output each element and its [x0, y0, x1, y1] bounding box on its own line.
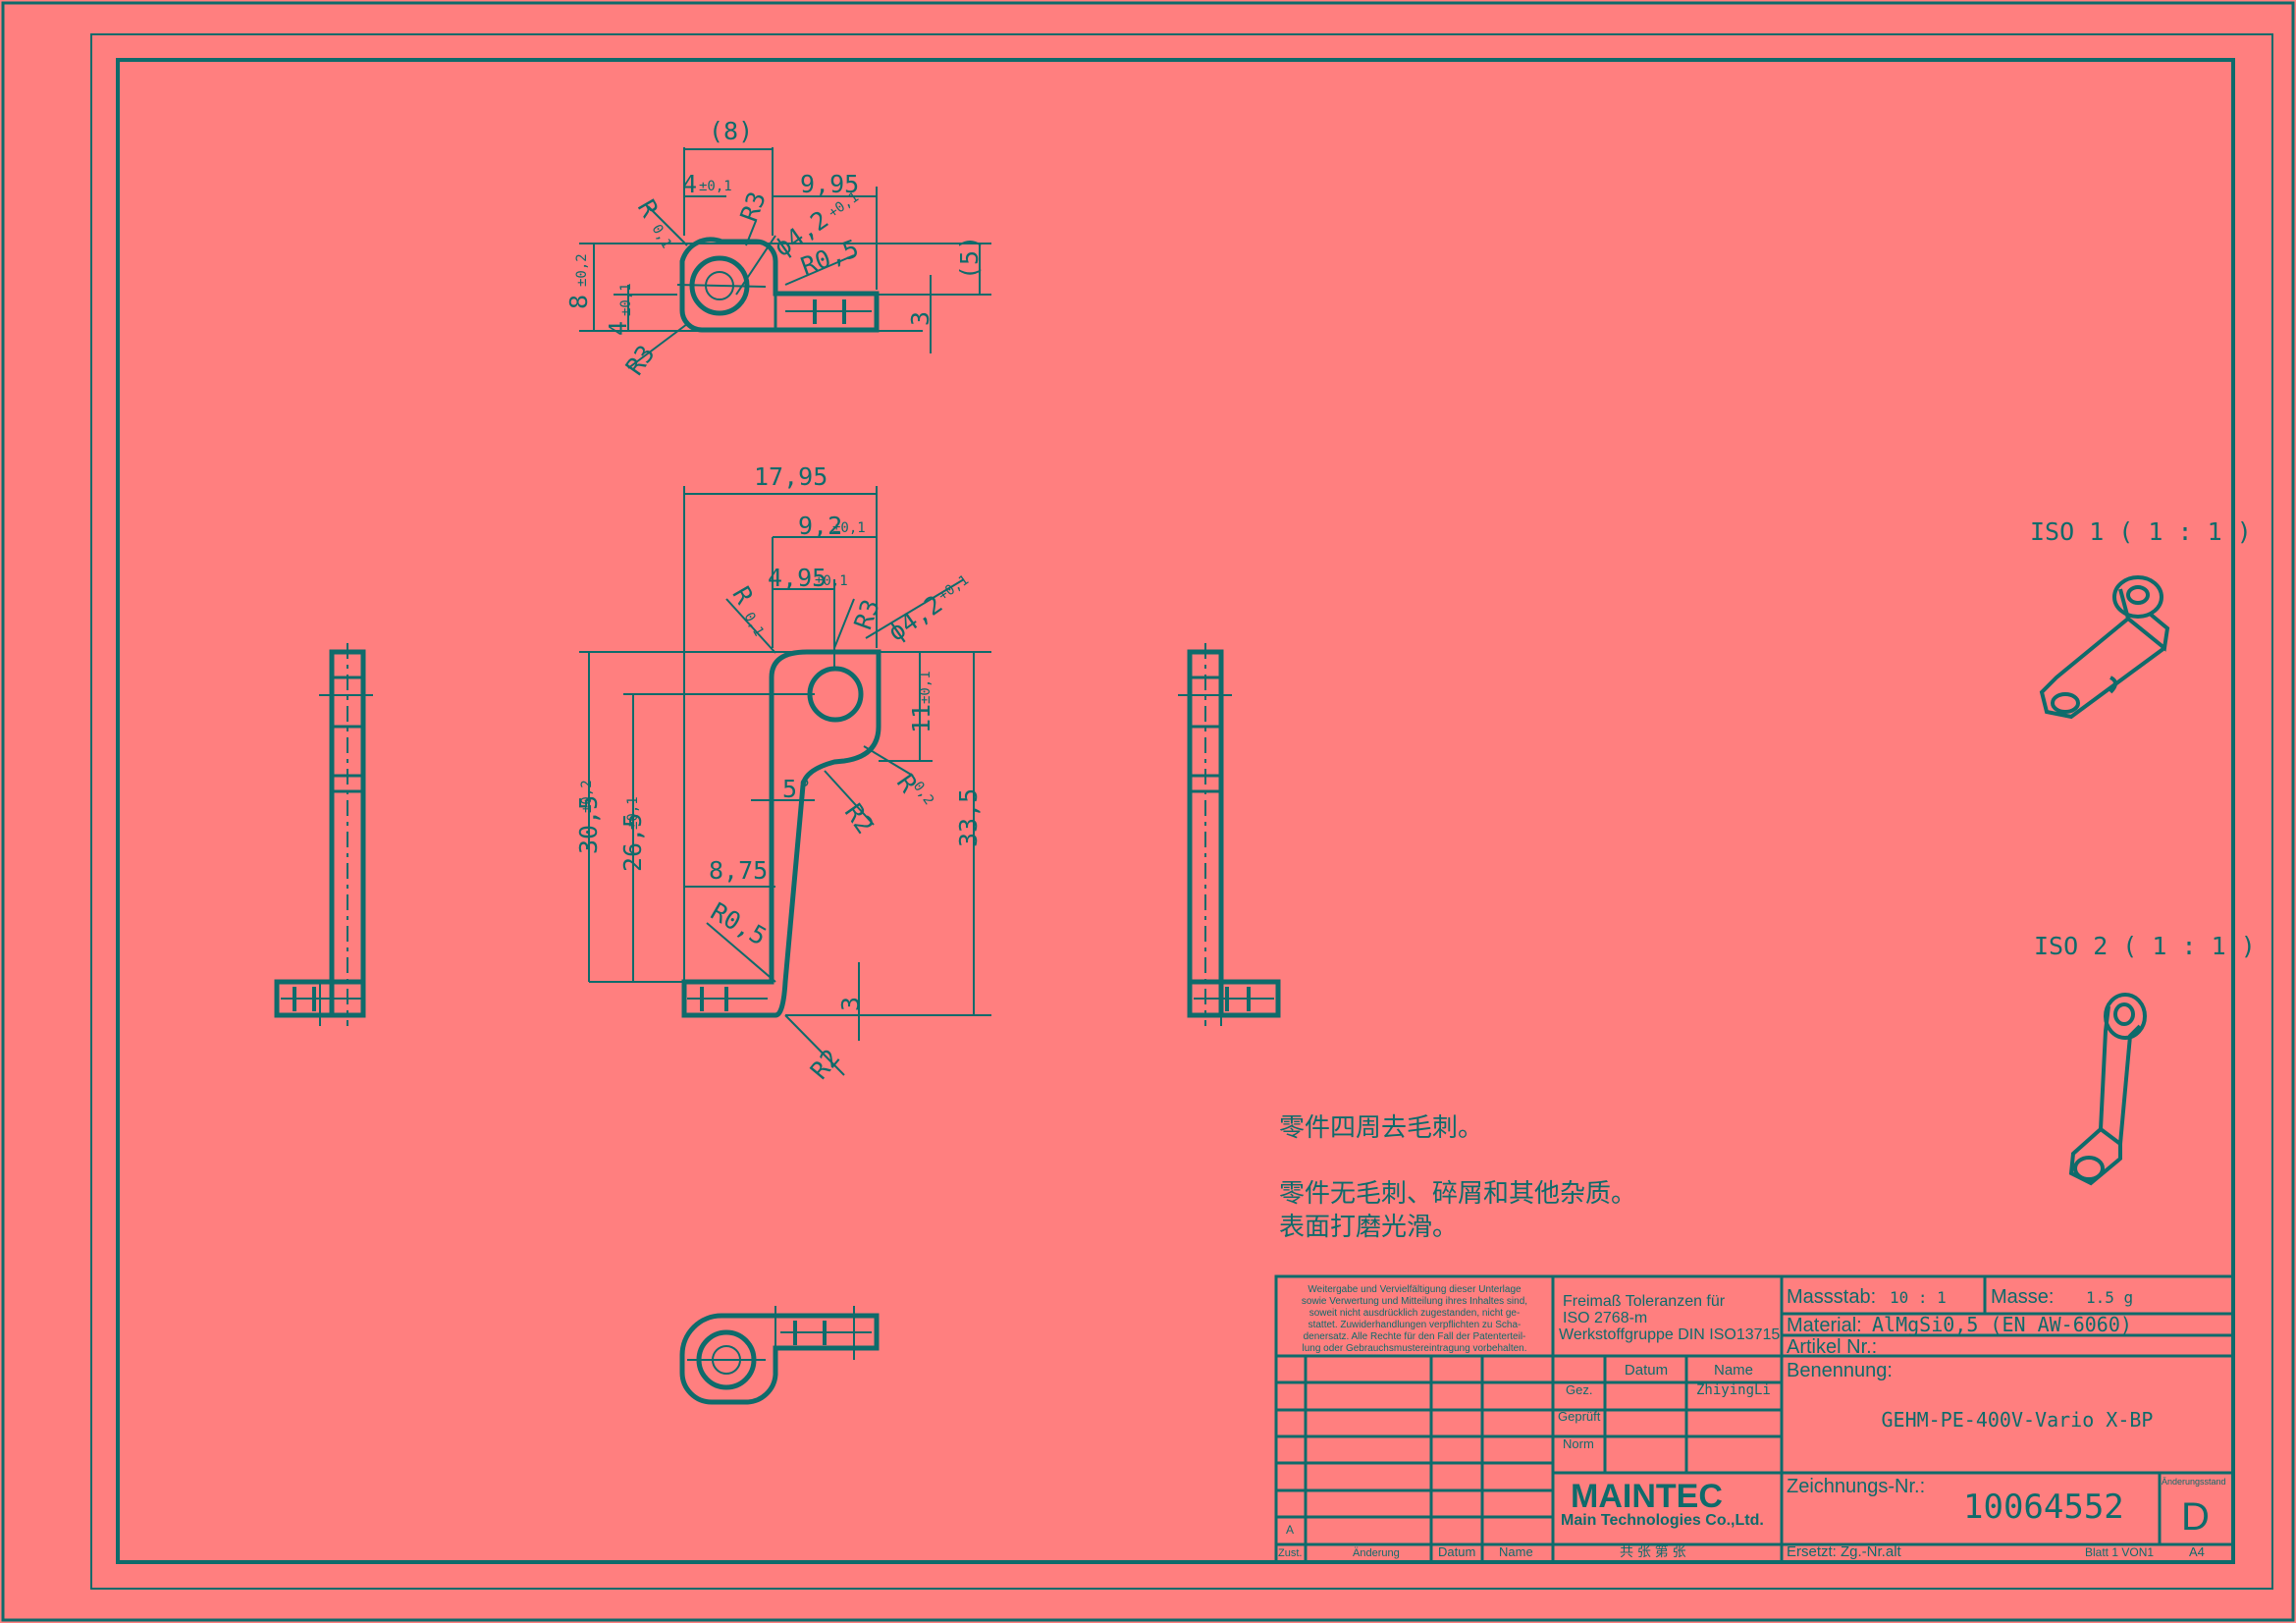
note-line-1: 零件四周去毛刺。	[1279, 1113, 1483, 1143]
copyright-line: Weitergabe und Vervielfältigung dieser U…	[1308, 1284, 1522, 1295]
copyright-notice: Weitergabe und Vervielfältigung dieser U…	[1302, 1284, 1527, 1354]
tol-11: ±0,1	[918, 671, 934, 704]
revision-letter: A	[1286, 1523, 1294, 1537]
iso-1-view	[2039, 575, 2170, 720]
dim-265: 26,5	[618, 813, 647, 872]
format-label: A4	[2189, 1544, 2205, 1559]
copyright-line: stattet. Zuwiderhandlungen verpflichten …	[1308, 1320, 1522, 1330]
maintec-logo: MAINTEC	[1571, 1478, 1723, 1515]
dim-1795: 17,95	[754, 462, 828, 491]
ersetzt-label: Ersetzt: Zg.-Nr.alt	[1787, 1543, 1902, 1560]
right-side-view	[1178, 643, 1281, 1026]
dim-305: 30,5	[574, 795, 603, 854]
note-line-3: 表面打磨光滑。	[1279, 1213, 1458, 1242]
dim-3-top: 3	[906, 311, 934, 326]
dim-3-front: 3	[836, 997, 865, 1011]
dim-5deg: 5°	[782, 775, 812, 803]
masse-label: Masse:	[1991, 1286, 2054, 1308]
iso-2-label: ISO 2 ( 1 : 1 )	[2034, 932, 2256, 960]
dim-995: 9,95	[800, 170, 859, 198]
norm-label: Norm	[1563, 1436, 1594, 1451]
copyright-line: lung oder Gebrauchsmustereintragung vorb…	[1302, 1343, 1526, 1354]
dim-8-vertical: 8	[564, 295, 593, 309]
aenderung-label: Änderung	[1353, 1547, 1400, 1559]
dim-92: 9,2	[798, 512, 842, 540]
name-label: Name	[1499, 1544, 1533, 1559]
zeichnungs-label: Zeichnungs-Nr.:	[1787, 1476, 1925, 1497]
note-line-2: 零件无毛刺、碎屑和其他杂质。	[1279, 1179, 1636, 1209]
dim-4-vertical: 4	[604, 321, 632, 336]
copyright-line: sowie Verwertung und Mitteilung ihres In…	[1302, 1296, 1527, 1307]
title-block: Weitergabe und Vervielfältigung dieser U…	[1278, 1284, 2226, 1560]
tol-4-top: ±0,1	[699, 179, 732, 194]
tolerance-line: Werkstoffgruppe DIN ISO13715	[1559, 1326, 1780, 1343]
name-header: Name	[1714, 1362, 1753, 1379]
benennung-label: Benennung:	[1787, 1360, 1893, 1381]
dim-875: 8,75	[709, 856, 768, 885]
tolerance-line: ISO 2768-m	[1563, 1310, 1647, 1326]
copyright-line: denersatz. Alle Rechte für den Fall der …	[1304, 1331, 1526, 1342]
dim-11: 11	[907, 704, 935, 733]
dim-4-top: 4	[682, 170, 697, 198]
aenderungsstand-label: Änderungsstand	[2162, 1477, 2226, 1487]
material-value: AlMgSi0,5 (EN AW-6060)	[1872, 1313, 2132, 1336]
top-view	[579, 147, 991, 369]
dim-495: 4,95	[768, 564, 827, 592]
bottom-view	[679, 1306, 880, 1405]
artikel-label: Artikel Nr.:	[1787, 1336, 1877, 1358]
sheet-count: 共 张 第 张	[1620, 1543, 1686, 1559]
massstab-value: 10 : 1	[1890, 1288, 1947, 1307]
left-side-view	[274, 643, 373, 1026]
copyright-line: soweit nicht ausdrücklich zugestanden, n…	[1309, 1308, 1521, 1319]
masse-value: 1.5 g	[2086, 1288, 2133, 1307]
tol-305: ±0,2	[579, 780, 595, 813]
title-block-frame	[1274, 1274, 2235, 1564]
dim-5-bracket: (5)	[955, 236, 984, 280]
blatt-label: Blatt 1 VON1	[2085, 1545, 2154, 1559]
tol-495: ±0,1	[815, 573, 848, 589]
gez-label: Gez.	[1566, 1382, 1592, 1397]
gez-name: ZhiyingLi	[1696, 1382, 1771, 1398]
tol-4-vertical: ±0,1	[618, 283, 634, 316]
general-tolerances: Freimaß Toleranzen für ISO 2768-m Werkst…	[1559, 1293, 1780, 1343]
dim-8: (8)	[709, 117, 753, 145]
benennung-value: GEHM-PE-400V-Vario X-BP	[1882, 1408, 2154, 1432]
company-name: Main Technologies Co.,Ltd.	[1561, 1512, 1764, 1529]
dim-335: 33,5	[954, 788, 983, 847]
drawing-notes: 零件四周去毛刺。 零件无毛刺、碎屑和其他杂质。 表面打磨光滑。	[1279, 1113, 1636, 1242]
tol-92: ±0,1	[832, 520, 866, 536]
datum-label: Datum	[1438, 1544, 1475, 1559]
iso-2-view	[2068, 993, 2147, 1186]
datum-header: Datum	[1625, 1362, 1668, 1379]
iso-1-label: ISO 1 ( 1 : 1 )	[2030, 517, 2252, 546]
zeichnungs-value: 10064552	[1963, 1488, 2124, 1527]
zust-label: Zust.	[1278, 1547, 1302, 1559]
material-label: Material:	[1787, 1315, 1862, 1336]
front-view	[579, 486, 991, 1076]
tol-8-vertical: ±0,2	[574, 253, 590, 287]
massstab-label: Massstab:	[1787, 1286, 1876, 1308]
geprueft-label: Geprüft	[1558, 1409, 1601, 1424]
aenderungsstand-value: D	[2181, 1495, 2210, 1539]
tolerance-line: Freimaß Toleranzen für	[1563, 1293, 1726, 1310]
tol-265: ±0,1	[625, 796, 641, 830]
